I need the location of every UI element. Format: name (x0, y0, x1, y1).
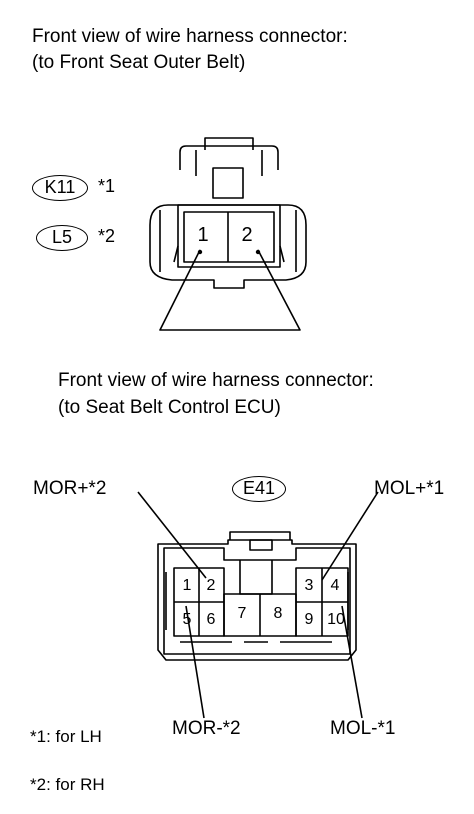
connector2-pin-7: 7 (237, 605, 247, 622)
connector2-pin-9: 9 (304, 611, 314, 628)
connector2-pin-8: 8 (273, 605, 283, 622)
connector-code-k11: K11 (32, 175, 88, 201)
connector-code-k11-suffix: *1 (98, 176, 116, 196)
connector2-pin-2: 2 (206, 577, 216, 594)
label-mor-plus: MOR+*2 (33, 478, 107, 499)
label-mol-plus: MOL+*1 (374, 478, 445, 499)
label-mor-minus: MOR-*2 (172, 718, 241, 739)
connector2-title-line1: Front view of wire harness connector: (58, 370, 374, 391)
connector2-title-line2: (to Seat Belt Control ECU) (58, 397, 281, 418)
note-lh: *1: for LH (30, 727, 102, 746)
connector2-pin-6: 6 (206, 611, 216, 628)
connector2-pin-5: 5 (182, 611, 192, 628)
connector2-pin-4: 4 (330, 577, 340, 594)
connector-code-l5: L5 (36, 225, 88, 251)
connector2-pin-3: 3 (304, 577, 314, 594)
connector1-pin-1: 1 (197, 224, 209, 246)
connector2-pin-10: 10 (327, 611, 345, 628)
connector1-pin-2: 2 (241, 224, 253, 246)
note-rh: *2: for RH (30, 775, 105, 794)
connector-code-l5-suffix: *2 (98, 226, 116, 246)
connector1-title-line2: (to Front Seat Outer Belt) (32, 52, 246, 73)
label-mol-minus: MOL-*1 (330, 718, 396, 739)
connector-code-e41: E41 (232, 476, 286, 502)
connector2-pin-1: 1 (182, 577, 192, 594)
connector1-title-line1: Front view of wire harness connector: (32, 26, 348, 47)
